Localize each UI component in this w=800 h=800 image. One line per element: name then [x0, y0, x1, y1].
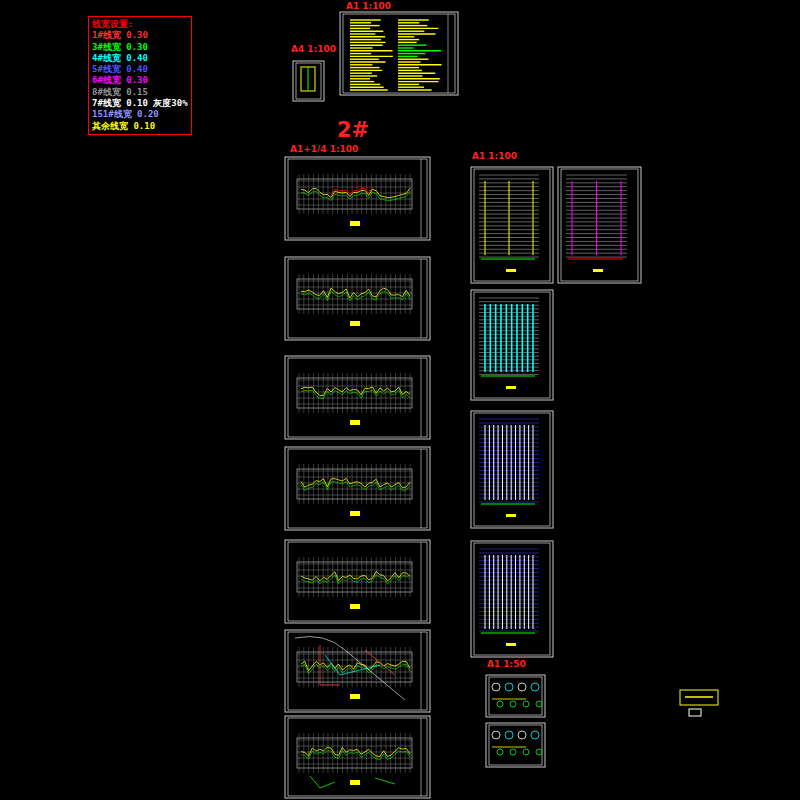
linewidth-setting: 151#线宽 0.20 — [92, 109, 188, 120]
drawing-sheet — [293, 61, 324, 101]
linewidth-setting: 4#线宽 0.40 — [92, 53, 188, 64]
linewidth-setting: 3#线宽 0.30 — [92, 42, 188, 53]
scale-label: A1 1:100 — [471, 151, 518, 161]
drawing-sheet — [471, 167, 553, 283]
drawing-sheet — [486, 723, 545, 767]
drawing-sheet — [285, 356, 430, 439]
linewidth-setting: 5#线宽 0.40 — [92, 64, 188, 75]
linewidth-setting: 其余线宽 0.10 — [92, 121, 188, 132]
linewidth-setting: 6#线宽 0.30 — [92, 75, 188, 86]
drawing-sheet — [285, 157, 430, 240]
stamp-box — [689, 709, 701, 716]
linewidth-setting: 1#线宽 0.30 — [92, 30, 188, 41]
scale-label: A1 1:100 — [345, 1, 392, 11]
drawing-sheet — [285, 540, 430, 623]
legend-box: 线宽设置:1#线宽 0.303#线宽 0.304#线宽 0.405#线宽 0.4… — [88, 16, 192, 135]
linewidth-setting: 7#线宽 0.10 灰度30% — [92, 98, 188, 109]
linewidth-setting: 线宽设置: — [92, 19, 188, 30]
scale-label: A4 1:100 — [290, 44, 337, 54]
stamp-box — [680, 690, 718, 705]
drawing-sheet — [471, 541, 553, 657]
drawing-sheet — [471, 290, 553, 400]
drawing-sheet — [285, 257, 430, 340]
drawing-sheet — [285, 630, 430, 712]
scale-label: A1 1:50 — [486, 659, 527, 669]
drawing-sheet — [471, 411, 553, 528]
drawing-sheet — [486, 675, 545, 717]
drawing-sheet — [285, 447, 430, 530]
building-number: 2# — [336, 118, 370, 142]
scale-label: A1+1/4 1:100 — [289, 144, 359, 154]
drawing-sheet — [340, 12, 458, 95]
drawing-sheet — [558, 167, 641, 283]
linewidth-setting: 8#线宽 0.15 — [92, 87, 188, 98]
drawing-sheet — [285, 716, 430, 798]
